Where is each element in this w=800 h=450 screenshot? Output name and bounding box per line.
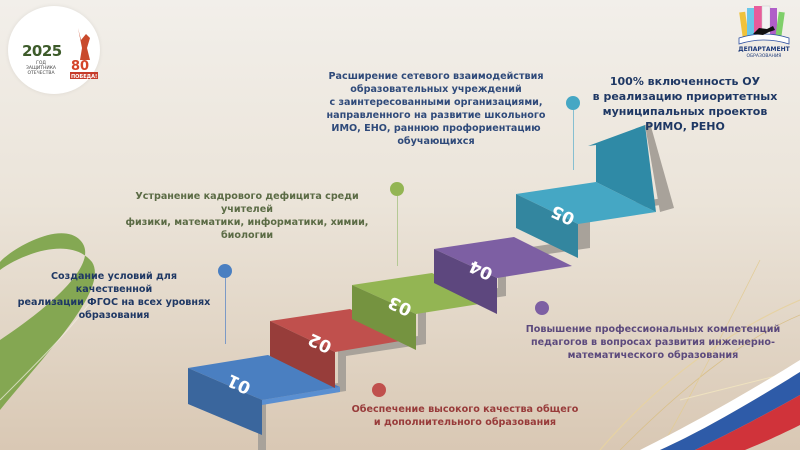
year-defender-logo: 2025 ГОД ЗАЩИТНИКА ОТЕЧЕСТВА 80 ПОБЕДА! [8,6,100,94]
step-05-note: Расширение сетевого взаимодействия образ… [326,71,546,147]
svg-text:80: 80 [71,59,89,74]
step-03-note: Устранение кадрового дефицита среди учит… [125,191,369,241]
marker-dot-02 [372,383,386,397]
logo-subtitle: ГОД ЗАЩИТНИКА ОТЕЧЕСТВА [25,61,57,76]
department-logo-text: ДЕПАРТАМЕНТ ОБРАЗОВАНИЯ [738,46,790,59]
marker-dot-03 [390,182,404,196]
step-02: 02 [270,309,412,388]
flag-red [695,395,800,450]
step-04: 04 [434,237,572,314]
step-01: 01 [188,355,340,435]
step-05-arrow: 05 [516,123,674,258]
goal-note: 100% включенность ОУ в реализацию приори… [592,75,778,133]
marker-stem-03 [397,196,398,266]
svg-text:ПОБЕДА!: ПОБЕДА! [71,74,97,80]
step-02-note: Обеспечение высокого качества общего и д… [351,404,579,428]
books-icon [738,5,790,45]
department-education-logo: ДЕПАРТАМЕНТ ОБРАЗОВАНИЯ [733,4,795,66]
marker-dot-04 [535,301,549,315]
victory-80-icon: 80 ПОБЕДА! [70,28,98,80]
arrow-up-icon [588,125,656,212]
step-03: 03 [352,273,492,350]
step-04-note: Повышение профессиональных компетенций п… [525,324,781,361]
marker-dot-05 [566,96,580,110]
marker-stem-05 [573,110,574,170]
marker-stem-01 [225,278,226,344]
green-swoosh [0,233,95,410]
marker-dot-01 [218,264,232,278]
logo-year: 2025 [22,42,62,60]
step-01-note: Создание условий для качественной реализ… [17,271,211,321]
